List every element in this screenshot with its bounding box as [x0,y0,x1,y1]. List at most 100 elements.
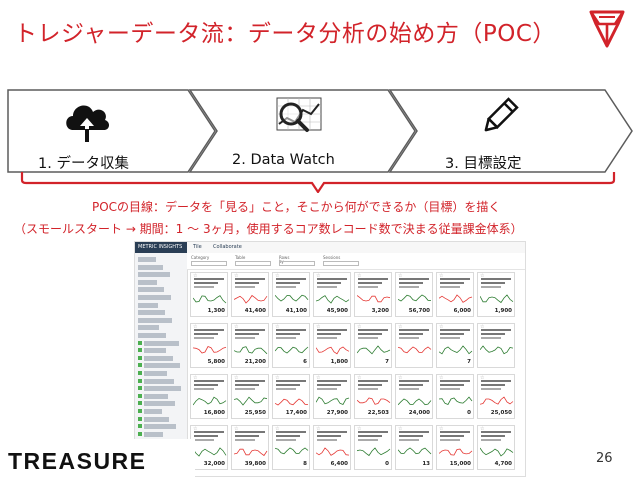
sidebar-item[interactable] [138,279,157,285]
sidebar-item[interactable] [144,386,181,392]
dashboard-tile[interactable]: ☆0 [354,425,392,470]
star-icon[interactable]: ☆ [480,426,485,432]
star-icon[interactable]: ☆ [480,324,485,330]
star-icon[interactable]: ☆ [398,273,403,279]
sidebar-item[interactable] [138,310,165,316]
sidebar-item[interactable] [138,302,158,308]
tile-value: 45,900 [326,308,348,314]
sidebar-item[interactable] [144,355,173,361]
dashboard-tile[interactable]: ☆25,950 [231,374,269,419]
star-icon[interactable]: ☆ [316,273,321,279]
dashboard-tile[interactable]: ☆6,000 [436,272,474,317]
sidebar-item[interactable] [144,401,175,407]
goal-line-1: POCの目線：データを「見る」こと，そこから何ができるか（目標）を描く [92,200,501,214]
tab-tile[interactable]: Tile [193,244,202,250]
star-icon[interactable]: ☆ [275,324,280,330]
star-icon[interactable]: ☆ [193,375,198,381]
sidebar-item[interactable] [138,272,170,278]
dashboard-tile[interactable]: ☆ 45,900 [313,272,351,317]
star-icon[interactable]: ☆ [398,324,403,330]
sidebar-item[interactable] [144,363,180,369]
star-icon[interactable]: ☆ [275,273,280,279]
dashboard-tile[interactable]: ☆32,000 [190,425,228,470]
star-icon[interactable]: ☆ [357,273,362,279]
dashboard-tile[interactable]: ☆ 16,800 [190,374,228,419]
dashboard-tile[interactable]: ☆24,000 [395,374,433,419]
star-icon[interactable]: ☆ [316,324,321,330]
star-icon[interactable]: ☆ [316,426,321,432]
dashboard-tile[interactable]: ☆41,400 [231,272,269,317]
star-icon[interactable]: ☆ [439,375,444,381]
dashboard-tile[interactable]: ☆22,503 [354,374,392,419]
dashboard-tile[interactable]: ☆1,800 [313,323,351,368]
dashboard-tile[interactable]: ☆ [477,323,515,368]
tile-value: 16,800 [203,410,225,416]
sidebar-item[interactable] [138,295,171,300]
sidebar-item[interactable] [138,264,163,270]
sidebar-item[interactable] [144,409,162,414]
sidebar-item[interactable] [144,340,179,346]
dashboard-tile[interactable]: ☆21,200 [231,323,269,368]
star-icon[interactable]: ☆ [439,273,444,279]
dashboard-tile[interactable]: ☆7 [436,323,474,368]
dashboard-tile[interactable]: ☆17,400 [272,374,310,419]
sidebar-item[interactable] [144,348,166,354]
star-icon[interactable]: ☆ [234,273,239,279]
tile-value: 5,800 [207,359,225,365]
dashboard-tile[interactable]: ☆8 [272,425,310,470]
star-icon[interactable]: ☆ [357,375,362,381]
tab-collaborate[interactable]: Collaborate [213,244,242,250]
star-icon[interactable]: ☆ [193,426,198,432]
star-icon[interactable]: ☆ [357,426,362,432]
sidebar-item[interactable] [138,287,164,293]
star-icon[interactable]: ☆ [439,324,444,330]
sidebar-item[interactable] [144,431,163,437]
dashboard-tile[interactable]: ☆13 [395,425,433,470]
page-number: 26 [596,451,613,466]
tile-value: 4,700 [494,461,512,467]
star-icon[interactable]: ☆ [234,426,239,432]
star-icon[interactable]: ☆ [275,375,280,381]
star-icon[interactable]: ☆ [357,324,362,330]
dashboard-tile[interactable]: ☆ 5,800 [190,323,228,368]
dashboard-tile[interactable]: ☆15,000 [436,425,474,470]
dashboard-tile[interactable]: ☆ [395,323,433,368]
dashboard-tile[interactable]: ☆41,100 [272,272,310,317]
star-icon[interactable]: ☆ [234,324,239,330]
star-icon[interactable]: ☆ [234,375,239,381]
sidebar-item[interactable] [138,257,156,262]
tile-value: 39,800 [244,461,266,467]
dashboard-tile[interactable]: ☆25,050 [477,374,515,419]
pencil-icon [484,97,519,132]
dashboard-tile[interactable]: ☆0 [436,374,474,419]
sidebar-item[interactable] [144,378,174,384]
star-icon[interactable]: ☆ [316,375,321,381]
sidebar-item[interactable] [138,333,166,338]
dashboard-tile[interactable]: ☆1,300 [190,272,228,317]
dashboard-tile[interactable]: ☆7 [354,323,392,368]
star-icon[interactable]: ☆ [439,426,444,432]
step-3-chevron [388,89,633,173]
sidebar-item[interactable] [144,416,169,422]
slide-title: トレジャーデータ流：データ分析の始め方（POC） [14,21,556,47]
star-icon[interactable]: ☆ [193,273,198,279]
sidebar-item[interactable] [138,325,159,331]
dashboard-tile[interactable]: ☆56,700 [395,272,433,317]
star-icon[interactable]: ☆ [398,426,403,432]
dashboard-tile[interactable]: ☆27,900 [313,374,351,419]
dashboard-tile[interactable]: ☆6,400 [313,425,351,470]
dashboard-tile[interactable]: ☆ 4,700 [477,425,515,470]
star-icon[interactable]: ☆ [275,426,280,432]
dashboard-tile[interactable]: ☆1,900 [477,272,515,317]
star-icon[interactable]: ☆ [193,324,198,330]
star-icon[interactable]: ☆ [398,375,403,381]
star-icon[interactable]: ☆ [480,273,485,279]
sidebar-item[interactable] [144,371,167,376]
sidebar-item[interactable] [144,393,168,399]
sidebar-item[interactable] [144,424,176,430]
dashboard-tile[interactable]: ☆ 39,800 [231,425,269,470]
sidebar-item[interactable] [138,317,172,323]
dashboard-tile[interactable]: ☆3,200 [354,272,392,317]
dashboard-tile[interactable]: ☆6 [272,323,310,368]
star-icon[interactable]: ☆ [480,375,485,381]
